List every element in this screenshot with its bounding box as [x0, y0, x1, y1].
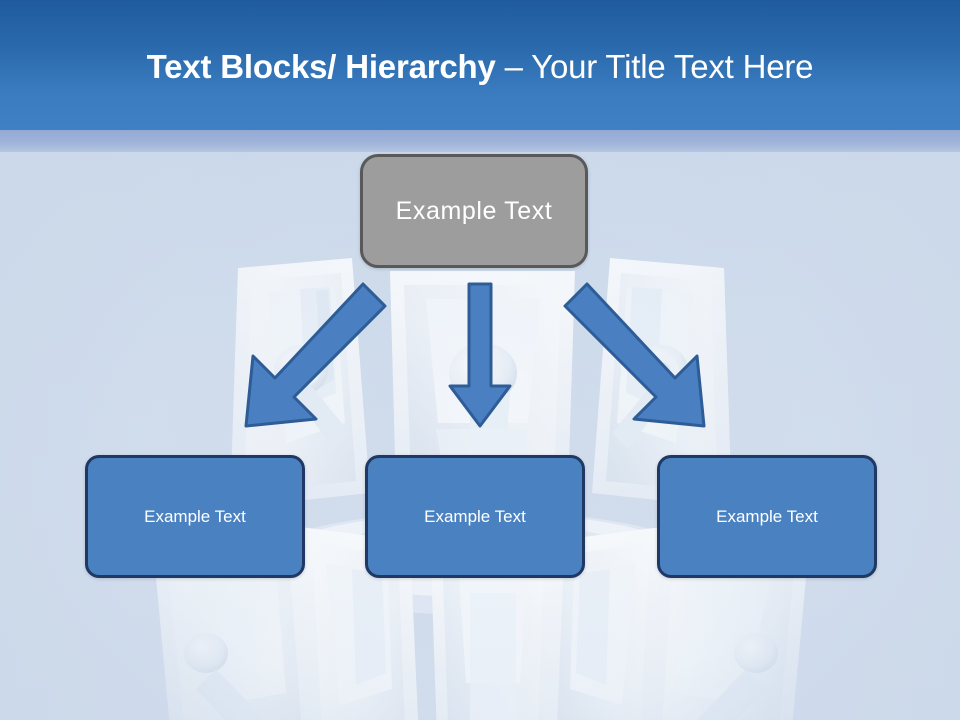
- hierarchy-child-label-1: Example Text: [144, 506, 246, 526]
- page-title-bold: Text Blocks/ Hierarchy: [146, 48, 496, 85]
- connector-arrow-center: [448, 282, 512, 428]
- hierarchy-root-box[interactable]: Example Text: [360, 154, 588, 268]
- hierarchy-child-box-1[interactable]: Example Text: [85, 455, 305, 578]
- connector-arrow-right: [563, 282, 706, 428]
- hierarchy-child-label-2: Example Text: [424, 506, 526, 526]
- page-title: Text Blocks/ Hierarchy – Your Title Text…: [0, 48, 960, 86]
- hierarchy-root-label: Example Text: [395, 196, 553, 225]
- page-title-regular: Your Title Text Here: [531, 48, 814, 85]
- page-title-separator: –: [495, 48, 532, 85]
- hierarchy-child-box-3[interactable]: Example Text: [657, 455, 877, 578]
- hierarchy-child-box-2[interactable]: Example Text: [365, 455, 585, 578]
- hierarchy-child-label-3: Example Text: [716, 506, 818, 526]
- connector-arrow-left: [244, 282, 387, 428]
- title-bar-accent-band: [0, 130, 960, 152]
- title-bar: [0, 0, 960, 130]
